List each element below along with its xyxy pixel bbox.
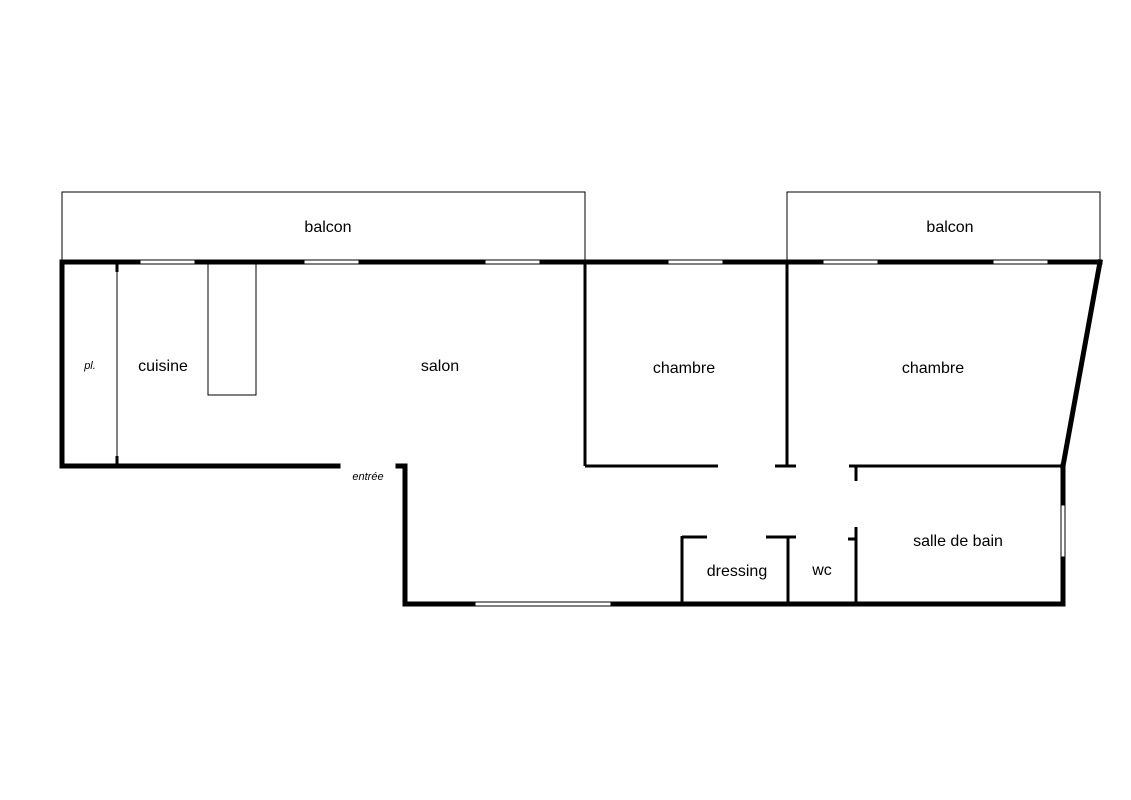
outer-walls xyxy=(59,259,1103,607)
balcony-left-label: balcon xyxy=(304,219,351,236)
window-bottom xyxy=(474,601,612,607)
bedroom-1-label: chambre xyxy=(653,360,715,377)
living-room-label: salon xyxy=(421,358,459,375)
entrance-label: entrée xyxy=(352,471,383,483)
bedroom-2-label: chambre xyxy=(902,360,964,377)
bathroom-label: salle de bain xyxy=(913,533,1003,550)
bedroom-1-walls xyxy=(583,262,796,468)
wc-label: wc xyxy=(811,562,832,579)
service-walls xyxy=(680,466,858,604)
kitchen-counter xyxy=(207,263,257,396)
dressing-label: dressing xyxy=(707,563,767,580)
balcony-right-label: balcon xyxy=(926,219,973,236)
placard-label: pl. xyxy=(83,360,96,372)
window-bathroom xyxy=(1060,504,1066,558)
kitchen-label: cuisine xyxy=(138,358,188,375)
windows-top xyxy=(139,259,1049,265)
